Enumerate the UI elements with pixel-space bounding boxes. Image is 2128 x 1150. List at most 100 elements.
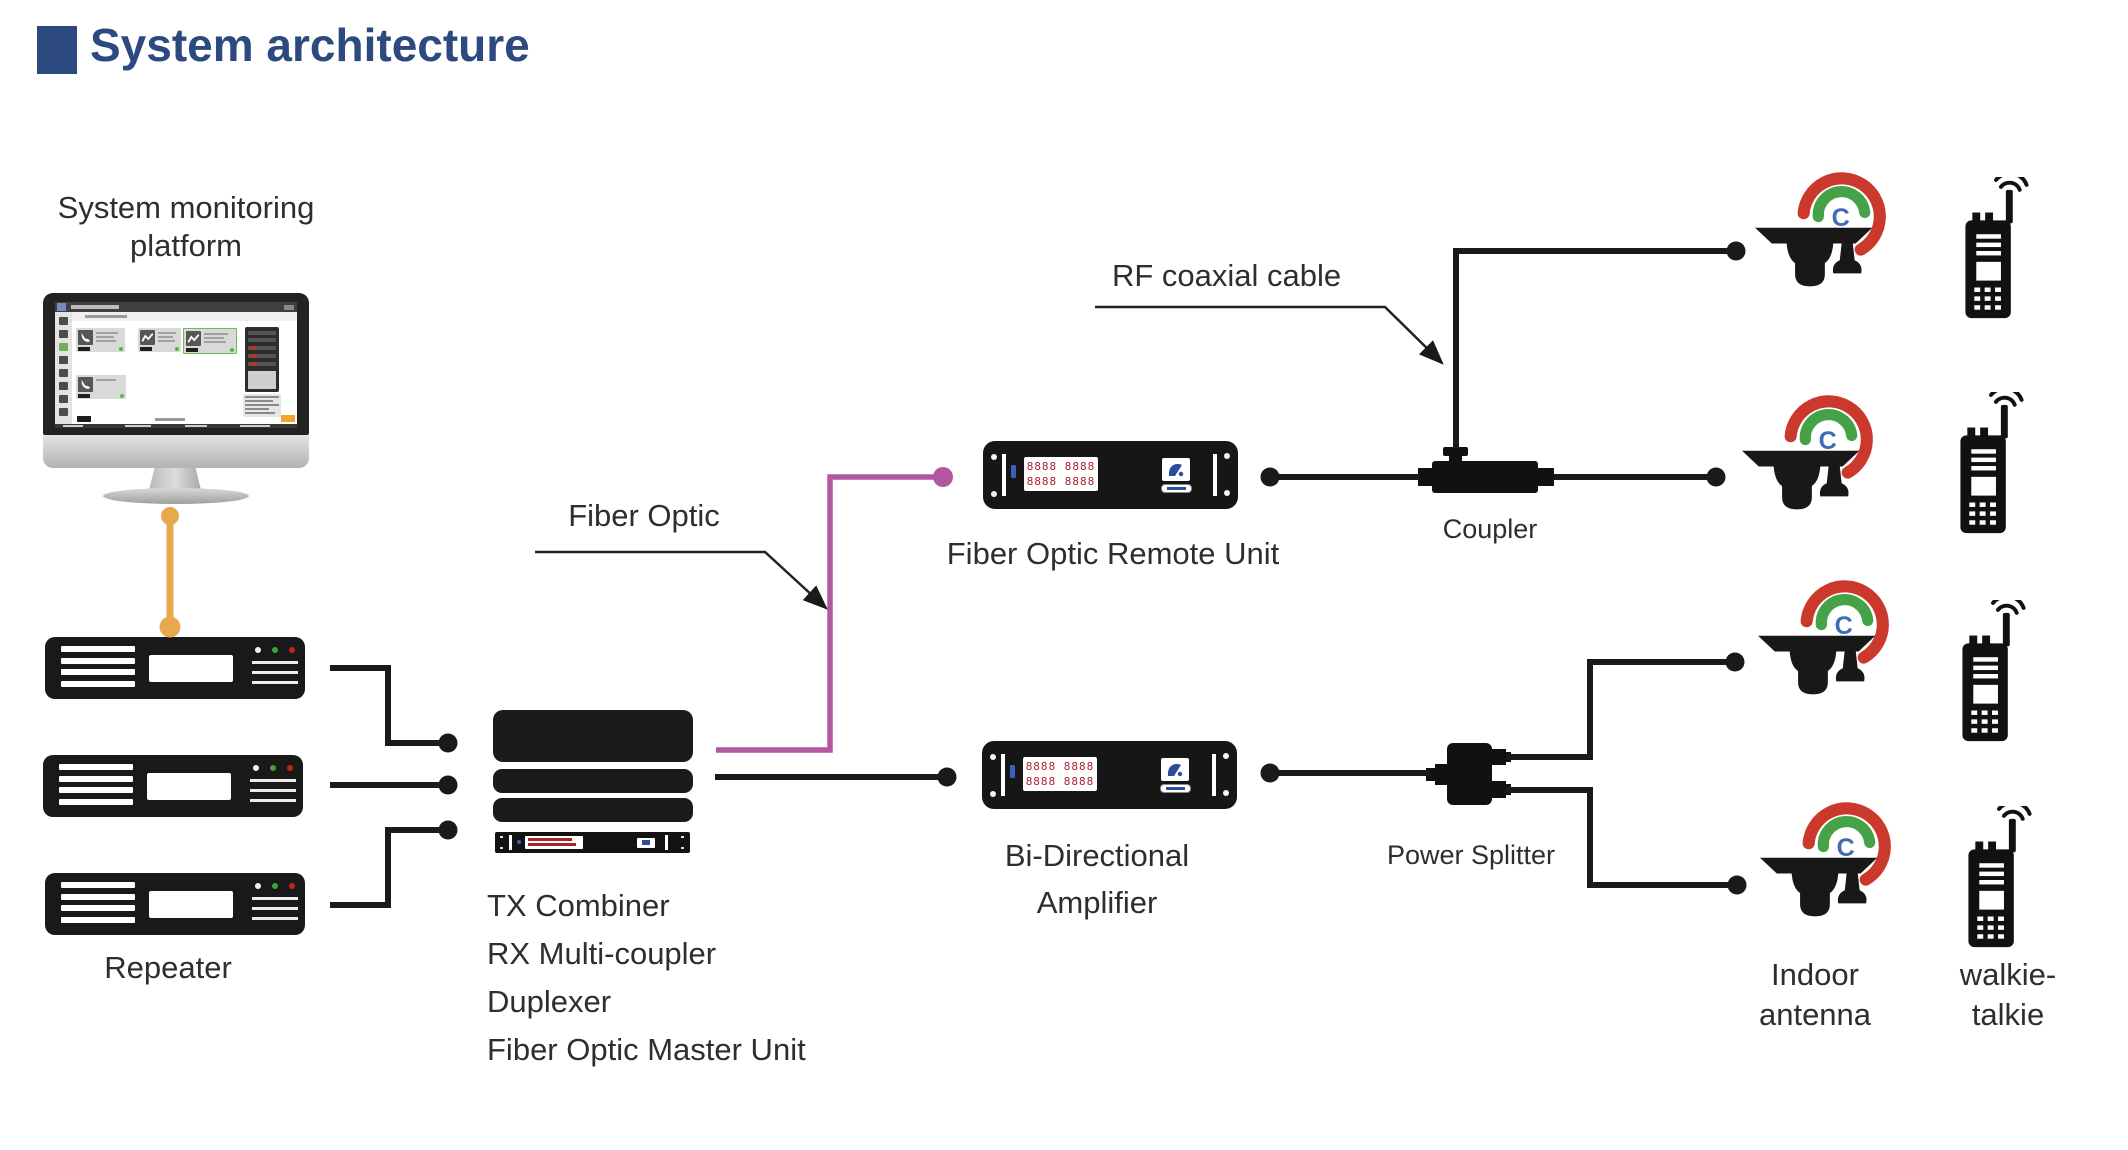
repeater-1 — [45, 637, 305, 699]
cable-endpoint-dot — [1260, 763, 1280, 783]
splitter-output-port — [1491, 749, 1506, 765]
monitor-screen — [55, 302, 297, 428]
cable-endpoint-dot — [438, 733, 458, 753]
monitor-device-card — [138, 328, 181, 352]
label-walkie-talkie-line1: walkie- — [1959, 957, 2057, 992]
label-walkie-talkie-line2: talkie — [1971, 997, 2045, 1032]
splitter-output-port — [1491, 781, 1506, 798]
screw-icon — [1224, 453, 1230, 459]
led-red — [287, 765, 293, 771]
chart-icon — [186, 331, 201, 346]
led-white — [255, 883, 261, 889]
coupler-body — [1432, 461, 1538, 493]
cable-endpoint-dot — [1706, 467, 1726, 487]
cable-endpoint-dot — [438, 820, 458, 840]
label-monitoring-platform-line1: System monitoring — [57, 190, 315, 225]
brand-logo-icon — [1161, 758, 1189, 781]
segment-display: 8888 8888 8888 8888 — [1023, 757, 1097, 791]
monitor-info-panel — [243, 394, 281, 417]
phone-icon — [78, 330, 93, 345]
cable-fiber-optic — [716, 474, 934, 753]
cable-endpoint-dot — [1727, 875, 1747, 895]
coupler-right-flange — [1538, 468, 1554, 486]
cable-endpoint-dot — [937, 767, 957, 787]
led-green — [272, 883, 278, 889]
monitor-device-card — [76, 328, 125, 352]
page-title: System architecture — [90, 19, 530, 71]
phone-icon — [78, 377, 93, 392]
monitor-app-logo — [57, 303, 66, 311]
repeater-display — [149, 891, 233, 918]
led-red — [289, 883, 295, 889]
label-indoor-antenna-line1: Indoor — [1771, 957, 1859, 992]
leader-rf-coaxial — [1095, 305, 1444, 365]
label-rx-multicoupler: RX Multi-coupler — [487, 936, 717, 971]
monitor-button-orange — [281, 415, 295, 422]
brand-wordmark — [1160, 784, 1191, 793]
led-blue — [517, 840, 521, 844]
cable-endpoint-dot — [1260, 467, 1280, 487]
cable-repeater1-combiner — [330, 665, 448, 746]
cable-endpoint-dot — [159, 616, 181, 638]
leader-fiber-optic — [535, 550, 828, 610]
cable-repeater3-combiner — [330, 827, 448, 908]
rack-unit-logo — [637, 838, 655, 848]
monitor-device-card-selected — [183, 328, 237, 354]
cable-endpoint-dot — [1725, 652, 1745, 672]
label-bda-line2: Amplifier — [1036, 885, 1158, 920]
label-fiber-optic-master-unit: Fiber Optic Master Unit — [487, 1032, 806, 1067]
label-power-splitter: Power Splitter — [1386, 840, 1556, 870]
repeater-display — [149, 655, 233, 682]
label-bda-line1: Bi-Directional — [1004, 838, 1190, 873]
cable-splitter-antenna4 — [1506, 787, 1737, 888]
cable-endpoint-dot — [1726, 241, 1746, 261]
repeater-display — [147, 773, 231, 800]
monitor-device-card — [76, 375, 126, 399]
fiber-endpoint-dot — [933, 467, 953, 487]
label-duplexer: Duplexer — [487, 984, 612, 1019]
monitor — [43, 293, 309, 435]
cable-endpoint-dot — [161, 507, 179, 525]
label-coupler: Coupler — [1442, 514, 1538, 544]
led-red — [289, 647, 295, 653]
monitor-breadcrumb-bar — [72, 312, 297, 321]
splitter-body — [1447, 743, 1492, 805]
label-indoor-antenna-line2: antenna — [1758, 997, 1872, 1032]
led-white — [255, 647, 261, 653]
screw-icon — [1223, 790, 1229, 796]
led-blue — [1011, 465, 1016, 478]
title-bullet-square — [37, 26, 77, 74]
bi-directional-amplifier: 8888 8888 8888 8888 — [982, 741, 1237, 809]
monitor-app-titlebar — [55, 302, 297, 312]
label-monitoring-platform-line2: platform — [130, 228, 242, 263]
fiber-optic-remote-unit: 8888 8888 8888 8888 — [983, 441, 1238, 509]
led-green — [270, 765, 276, 771]
coupler-left-flange — [1418, 468, 1433, 486]
label-fiber-optic: Fiber Optic — [568, 498, 720, 533]
combiner-box-1 — [493, 710, 693, 762]
screw-icon — [991, 491, 997, 497]
screw-icon — [991, 454, 997, 460]
coupler-top-port — [1443, 447, 1468, 456]
fiber-optic-master-unit — [495, 832, 690, 853]
repeater-3 — [45, 873, 305, 935]
monitor-sidebar — [55, 312, 72, 424]
monitor-button-dark — [77, 416, 91, 422]
chart-icon — [140, 330, 155, 345]
label-tx-combiner: TX Combiner — [487, 888, 670, 923]
screw-icon — [1224, 490, 1230, 496]
repeater-2 — [43, 755, 303, 817]
screw-icon — [990, 791, 996, 797]
monitor-base — [103, 488, 249, 504]
label-rf-coaxial-cable: RF coaxial cable — [1112, 258, 1342, 293]
combiner-box-2 — [493, 769, 693, 793]
label-fiber-optic-remote-unit: Fiber Optic Remote Unit — [946, 536, 1280, 571]
monitor-statusbar — [55, 424, 297, 428]
brand-logo-icon — [1162, 458, 1190, 481]
cable-coupler-antenna1 — [1453, 248, 1736, 448]
cable-splitter-antenna3 — [1506, 659, 1735, 760]
label-repeater: Repeater — [104, 950, 232, 985]
cable-endpoint-dot — [438, 775, 458, 795]
